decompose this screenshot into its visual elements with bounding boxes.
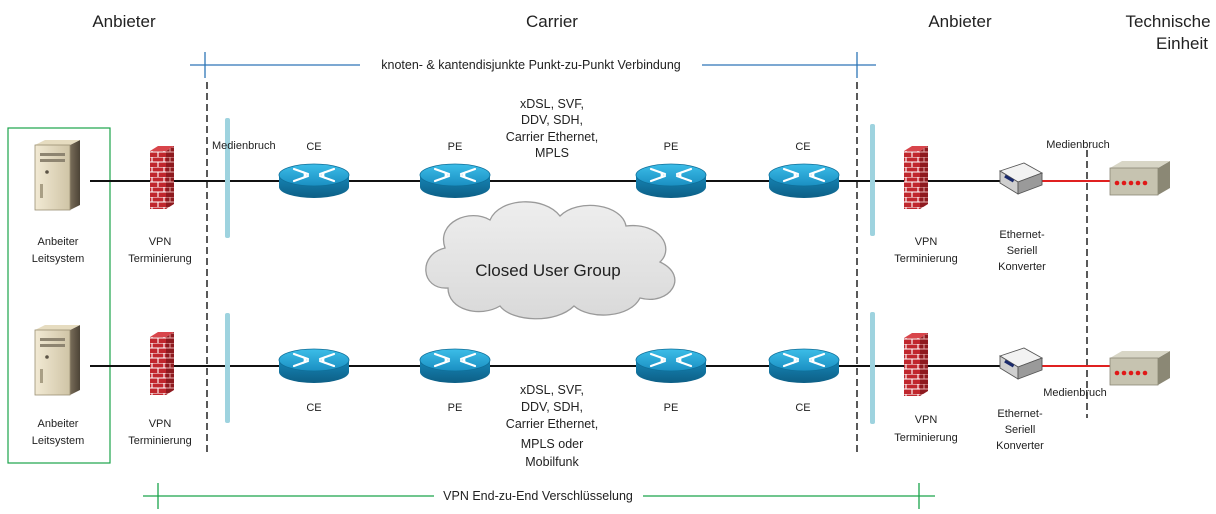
vpn-termination-label-line1: VPN xyxy=(915,236,938,248)
router-icon xyxy=(418,347,492,385)
bottom-span-label: VPN End-zu-End Verschlüsselung xyxy=(443,489,633,503)
technical-unit-icon xyxy=(1109,160,1171,196)
firewall-icon xyxy=(150,332,174,395)
media-break-label: Medienbruch xyxy=(212,140,276,152)
router-icon xyxy=(277,347,351,385)
converter-label-line: Ethernet- xyxy=(999,229,1045,241)
media-break-bar-top-right xyxy=(870,124,875,236)
header-left-provider: Anbieter xyxy=(92,12,156,31)
converter-icon xyxy=(999,162,1043,195)
firewall-icon xyxy=(150,146,174,209)
firewall-icon xyxy=(904,333,928,396)
top-span-bar xyxy=(190,52,876,78)
vpn-termination-label-line1: VPN xyxy=(149,236,172,248)
bottom-span-bar xyxy=(143,483,935,509)
media-break-bar-bottom-right xyxy=(870,312,875,424)
firewall-icon xyxy=(904,146,928,209)
converter-label-line: Seriell xyxy=(1005,424,1036,436)
vpn-termination-label-line2: Terminierung xyxy=(128,253,192,265)
media-break-label: Medienbruch xyxy=(1046,139,1110,151)
router-label-pe: PE xyxy=(664,402,679,414)
router-label-pe: PE xyxy=(448,141,463,153)
router-icon xyxy=(277,162,351,200)
carrier-tech-text-line: Carrier Ethernet, xyxy=(506,130,598,144)
router-icon xyxy=(767,347,841,385)
vpn-termination-label-line2: Terminierung xyxy=(894,253,958,265)
header-technical-unit-line2: Einheit xyxy=(1156,34,1208,53)
server-label-line1: Anbeiter xyxy=(38,236,79,248)
media-break-label: Medienbruch xyxy=(1043,387,1107,399)
top-span-label: knoten- & kantendisjunkte Punkt-zu-Punkt… xyxy=(381,58,681,72)
router-label-ce: CE xyxy=(306,141,321,153)
router-label-ce: CE xyxy=(795,141,810,153)
technical-unit-icon xyxy=(1109,350,1171,386)
router-label-ce: CE xyxy=(306,402,321,414)
vpn-termination-label-line1: VPN xyxy=(149,418,172,430)
provider-control-system-frame xyxy=(7,127,111,464)
converter-label-line: Konverter xyxy=(996,440,1044,452)
vpn-termination-label-line2: Terminierung xyxy=(894,432,958,444)
carrier-tech-text-line: DDV, SDH, xyxy=(521,400,583,414)
carrier-tech-text-line: xDSL, SVF, xyxy=(520,97,584,111)
server-label-line2: Leitsystem xyxy=(32,435,85,447)
server-icon xyxy=(34,324,81,396)
converter-label-line: Konverter xyxy=(998,261,1046,273)
media-break-bar-bottom-left xyxy=(225,313,230,423)
router-icon xyxy=(634,162,708,200)
closed-user-group-cloud xyxy=(425,201,676,320)
carrier-tech-text-line: Carrier Ethernet, xyxy=(506,417,598,431)
carrier-tech-text-line: Mobilfunk xyxy=(525,455,579,469)
header-right-provider: Anbieter xyxy=(928,12,992,31)
converter-icon xyxy=(999,347,1043,380)
carrier-tech-text-line: DDV, SDH, xyxy=(521,113,583,127)
media-break-bar-top-left xyxy=(225,118,230,238)
header-carrier: Carrier xyxy=(526,12,578,31)
server-label-line2: Leitsystem xyxy=(32,253,85,265)
router-icon xyxy=(634,347,708,385)
router-label-ce: CE xyxy=(795,402,810,414)
router-label-pe: PE xyxy=(664,141,679,153)
carrier-tech-text-line: MPLS oder xyxy=(521,437,584,451)
router-label-pe: PE xyxy=(448,402,463,414)
converter-label-line: Seriell xyxy=(1007,245,1038,257)
cloud-label: Closed User Group xyxy=(475,261,621,280)
converter-label-line: Ethernet- xyxy=(997,408,1043,420)
vpn-termination-label-line1: VPN xyxy=(915,414,938,426)
carrier-tech-text-line: MPLS xyxy=(535,146,569,160)
vpn-termination-label-line2: Terminierung xyxy=(128,435,192,447)
router-icon xyxy=(418,162,492,200)
router-icon xyxy=(767,162,841,200)
carrier-tech-text-line: xDSL, SVF, xyxy=(520,383,584,397)
header-technical-unit-line1: Technische xyxy=(1125,12,1210,31)
server-icon xyxy=(34,139,81,211)
server-label-line1: Anbeiter xyxy=(38,418,79,430)
